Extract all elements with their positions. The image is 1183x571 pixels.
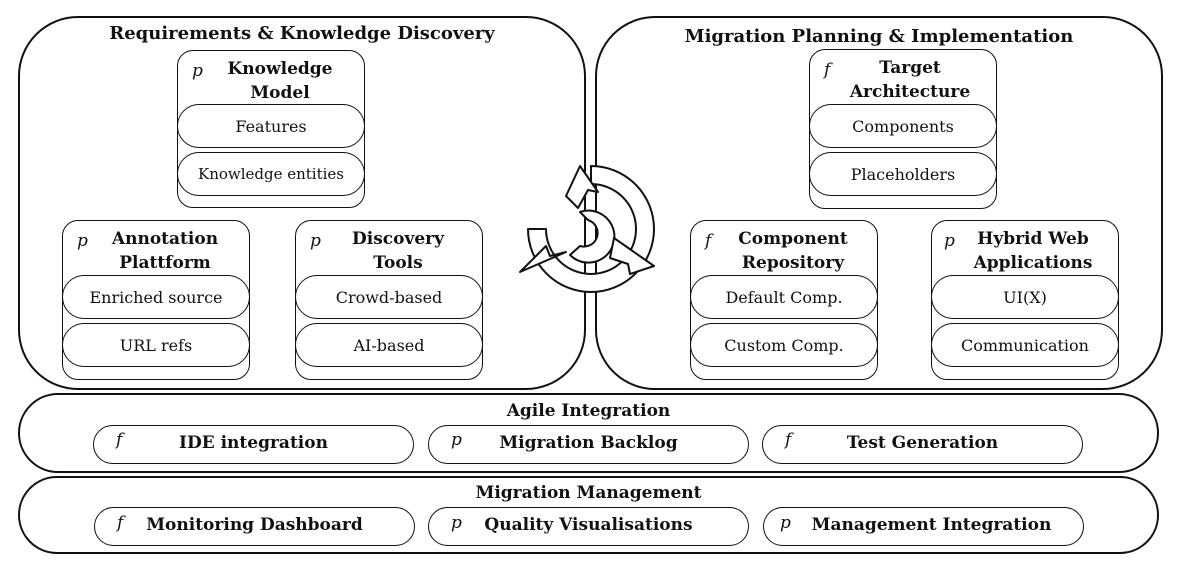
hybrid-web-apps-item-uix: UI(X) (931, 275, 1119, 319)
management-item-label: Management Integration (811, 515, 1052, 535)
discovery-tools-title: Discovery Tools (352, 229, 444, 273)
component-repository-item-default: Default Comp. (690, 275, 878, 319)
agile-item-prefix: f (116, 430, 123, 450)
management-item-monitoring-dashboard: f Monitoring Dashboard (94, 507, 415, 546)
agile-integration-title: Agile Integration (506, 401, 671, 421)
hybrid-web-apps-item-communication: Communication (931, 323, 1119, 367)
target-architecture-item-placeholders: Placeholders (809, 152, 997, 196)
management-item-label: Monitoring Dashboard (146, 515, 363, 535)
hybrid-web-apps-prefix: p (944, 231, 955, 251)
management-item-prefix: p (451, 513, 462, 533)
agile-item-prefix: f (785, 430, 792, 450)
annotation-platform-prefix: p (77, 231, 88, 251)
annotation-platform-title: Annotation Plattform (111, 229, 219, 273)
agile-item-prefix: p (451, 430, 462, 450)
management-item-prefix: f (117, 513, 124, 533)
target-architecture-item-components: Components (809, 104, 997, 148)
management-item-label: Quality Visualisations (484, 515, 693, 535)
agile-item-label: Test Generation (846, 433, 999, 453)
management-item-prefix: p (780, 513, 791, 533)
target-architecture-title: Target Architecture (849, 58, 971, 102)
knowledge-model-title: Knowledge Model (227, 59, 333, 103)
management-item-management-integration: p Management Integration (763, 507, 1084, 546)
discovery-item-ai-based: AI-based (295, 323, 483, 367)
discovery-item-crowd-based: Crowd-based (295, 275, 483, 319)
knowledge-model-prefix: p (192, 61, 203, 81)
component-repository-prefix: f (705, 231, 712, 251)
cycle-arrows-icon (519, 165, 655, 293)
component-repository-title: Component Repository (738, 229, 848, 273)
target-architecture-prefix: f (824, 60, 831, 80)
knowledge-model-item-features: Features (177, 104, 365, 148)
requirements-title: Requirements & Knowledge Discovery (109, 23, 495, 44)
annotation-item-url-refs: URL refs (62, 323, 250, 367)
agile-item-migration-backlog: p Migration Backlog (428, 425, 749, 464)
agile-item-label: Migration Backlog (499, 433, 678, 453)
management-item-quality-visualisations: p Quality Visualisations (428, 507, 749, 546)
annotation-item-enriched-source: Enriched source (62, 275, 250, 319)
agile-item-label: IDE integration (179, 433, 328, 453)
migration-planning-title: Migration Planning & Implementation (684, 26, 1074, 47)
migration-management-title: Migration Management (475, 483, 702, 503)
hybrid-web-apps-title: Hybrid Web Applications (973, 229, 1093, 273)
knowledge-model-item-entities: Knowledge entities (177, 152, 365, 196)
component-repository-item-custom: Custom Comp. (690, 323, 878, 367)
agile-item-ide-integration: f IDE integration (93, 425, 414, 464)
discovery-tools-prefix: p (310, 231, 321, 251)
agile-item-test-generation: f Test Generation (762, 425, 1083, 464)
